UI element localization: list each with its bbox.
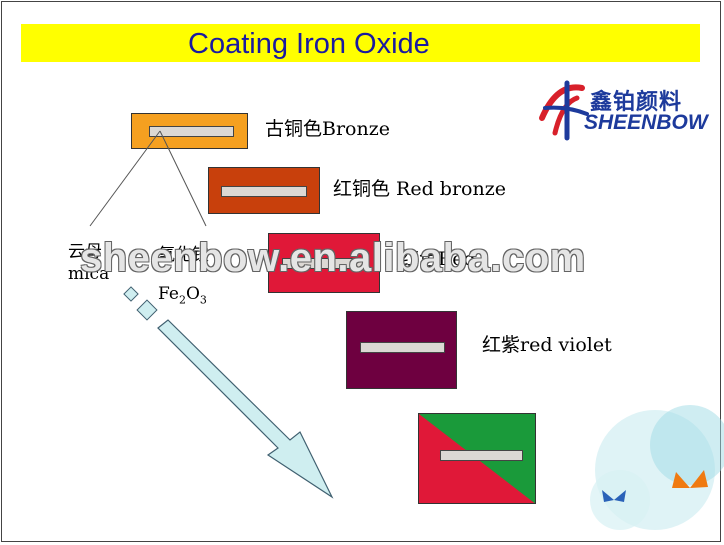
- title-bar: [21, 24, 700, 62]
- label-red: 红色Red: [400, 248, 476, 270]
- arrow-dot-2: [136, 299, 158, 321]
- mica-platelet: [440, 450, 523, 461]
- arrow-dot-1: [123, 286, 139, 302]
- swatch-bronze: [131, 113, 248, 149]
- mica-platelet: [360, 342, 445, 353]
- label-bronze: 古铜色Bronze: [265, 118, 390, 140]
- swatch-red: [268, 233, 380, 293]
- sheenbow-logo-icon: [539, 80, 589, 141]
- mica-platelet: [149, 126, 234, 137]
- mica-label-en: mica: [68, 264, 110, 284]
- oxide-pointer-line: [159, 130, 207, 227]
- label-red-violet: 红紫red violet: [482, 334, 612, 356]
- mica-platelet: [282, 258, 368, 269]
- mica-label-cn: 云母: [68, 242, 102, 262]
- watermark-text: sheenbow.en.alibaba.com: [80, 236, 586, 280]
- label-red-bronze: 红铜色 Red bronze: [333, 178, 506, 200]
- iron-oxide-label-cn: 氧化铁: [158, 245, 209, 265]
- mica-pointer-line: [89, 130, 161, 227]
- swatch-red-green: [418, 413, 536, 504]
- swatch-red-violet: [346, 311, 457, 389]
- swatch-red-bronze: [208, 167, 320, 214]
- iron-oxide-formula: Fe2O3: [158, 284, 207, 307]
- trend-arrow: [157, 319, 334, 499]
- page-title: Coating Iron Oxide: [188, 28, 430, 60]
- logo-name-cn: 鑫铂颜料: [590, 90, 683, 115]
- logo-name-en: SHEENBOW: [584, 111, 708, 134]
- mica-platelet: [221, 186, 307, 197]
